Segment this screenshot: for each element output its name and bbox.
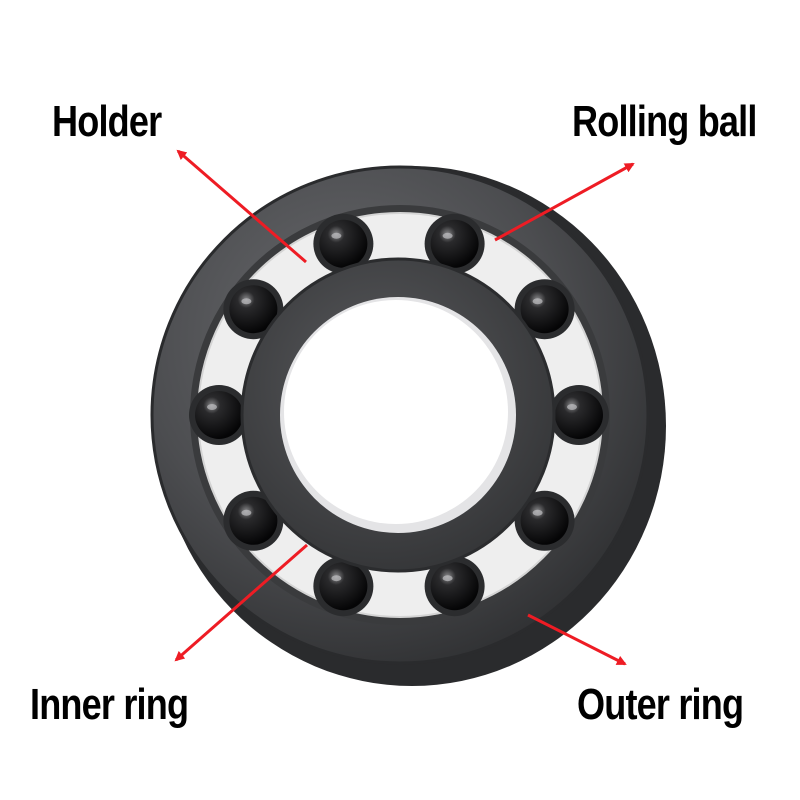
ball-highlight [331,232,342,239]
ball-highlight [532,509,543,516]
ball-highlight [331,575,342,582]
rolling-ball [520,496,569,545]
arrow-outer-ring [527,613,627,666]
inner-ring-edge [240,257,556,573]
rolling-ball [319,219,368,268]
rolling-ball [229,285,278,334]
rolling-ball [555,391,603,439]
rolling-balls-group [189,213,609,617]
outer-ring-edge [150,165,650,665]
label-inner-ring: Inner ring [30,680,189,729]
rolling-ball [229,496,278,545]
bore [284,300,508,524]
rolling-ball [430,562,479,611]
rolling-ball [520,285,569,334]
arrow-inner-ring [174,543,308,662]
rolling-ball [195,391,243,439]
label-holder: Holder [52,97,162,146]
arrow-holder [176,149,307,264]
ball-highlight [241,509,252,516]
ball-highlight [442,232,453,239]
ball-highlight [442,575,453,582]
ball-highlight [207,404,217,410]
rolling-ball [319,562,368,611]
label-outer-ring: Outer ring [577,680,744,729]
ball-highlight [567,404,577,410]
arrow-rolling-ball [494,162,635,242]
label-rolling-ball: Rolling ball [572,97,757,146]
ball-highlight [532,298,543,305]
ball-highlight [241,298,252,305]
rolling-ball [430,219,479,268]
